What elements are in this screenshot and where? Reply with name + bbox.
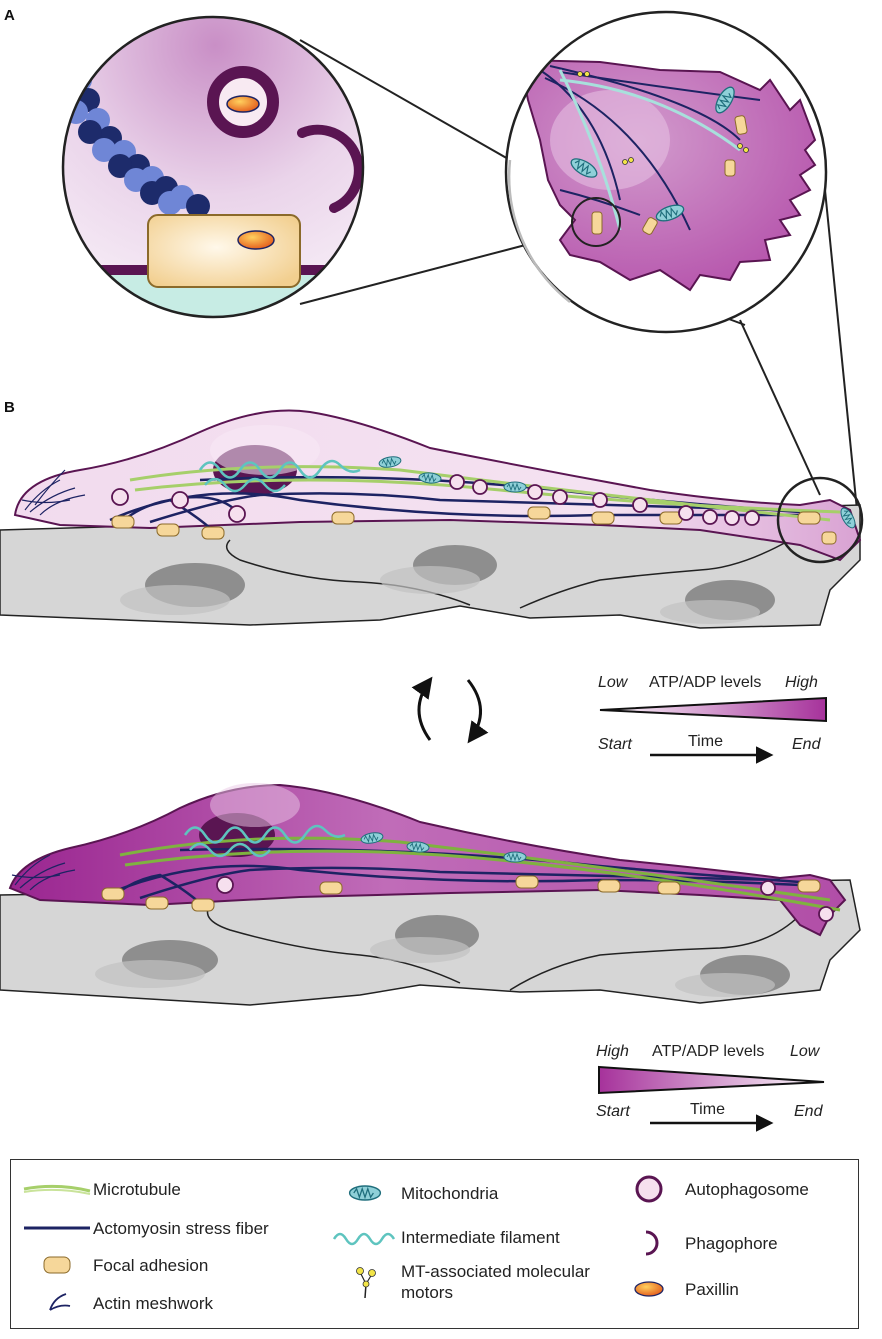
gradient-top-left-label: Low xyxy=(598,674,629,691)
cycle-arrows xyxy=(411,676,489,744)
autophagosomes-top xyxy=(111,474,760,526)
legend-item-mt-motors: MT-associated molecular motors xyxy=(329,1260,601,1304)
paxillin-in-autophagosome xyxy=(226,95,260,113)
focal-adhesions-bottom xyxy=(101,875,821,912)
legend-label-actin-meshwork: Actin meshwork xyxy=(93,1293,213,1313)
legend-label-autophagosome: Autophagosome xyxy=(685,1179,809,1199)
phagophore-icon xyxy=(645,1230,659,1256)
legend-label-stress-fiber: Actomyosin stress fiber xyxy=(93,1218,269,1238)
legend-item-actin-meshwork: Actin meshwork xyxy=(21,1288,213,1318)
legend-item-autophagosome: Autophagosome xyxy=(613,1174,809,1204)
legend-label-mitochondria: Mitochondria xyxy=(401,1183,499,1203)
legend-item-mitochondria: Mitochondria xyxy=(329,1178,498,1208)
gradient-top-wedge xyxy=(599,696,827,723)
atp-gradient-bottom: High ATP/ADP levels Low Start Time End xyxy=(596,1043,825,1132)
actin-meshwork-icon xyxy=(49,1293,71,1311)
focal-adhesions-top xyxy=(111,506,837,545)
cell-scene-bottom xyxy=(0,783,861,1006)
zoom-circle-focal-adhesion xyxy=(61,15,365,319)
cell-scene-top xyxy=(0,409,864,629)
gradient-bottom-end: End xyxy=(794,1103,824,1120)
autophagosome-icon xyxy=(635,1175,663,1203)
gradient-top-end: End xyxy=(792,736,822,753)
gradient-top-start: Start xyxy=(598,736,632,753)
cell-front-marker-circle xyxy=(776,476,864,564)
legend-label-microtubule: Microtubule xyxy=(93,1179,181,1199)
autophagosomes-bottom xyxy=(216,876,834,922)
microtubule-icon xyxy=(23,1184,91,1195)
legend-label-phagophore: Phagophore xyxy=(685,1233,778,1253)
legend-box: Microtubule Actomyosin stress fiber Foca… xyxy=(10,1159,859,1329)
focal-adhesion-zoom xyxy=(147,214,301,288)
zoom-source-marker xyxy=(571,197,621,247)
mitochondria-icon xyxy=(348,1185,382,1201)
legend-label-paxillin: Paxillin xyxy=(685,1279,739,1299)
panel-label-a: A xyxy=(4,7,15,24)
phagophore-zoom xyxy=(297,124,363,213)
legend-item-stress-fiber: Actomyosin stress fiber xyxy=(21,1213,269,1243)
focal-adhesion-icon xyxy=(43,1256,71,1274)
gradient-bottom-left-label: High xyxy=(596,1043,629,1060)
gradient-bottom-right-label: Low xyxy=(790,1043,821,1060)
legend-label-focal-adhesion: Focal adhesion xyxy=(93,1255,209,1275)
legend-label-mt-motors: MT-associated molecular motors xyxy=(401,1262,590,1302)
gradient-bottom-start: Start xyxy=(596,1103,630,1120)
gradient-bottom-time: Time xyxy=(690,1101,725,1118)
legend-item-intermediate-filament: Intermediate filament xyxy=(329,1222,560,1252)
legend-item-microtubule: Microtubule xyxy=(21,1174,181,1204)
gradient-top-time: Time xyxy=(688,733,723,750)
atp-gradient-top: Low ATP/ADP levels High Start Time End xyxy=(598,674,827,764)
legend-item-phagophore: Phagophore xyxy=(613,1228,778,1258)
gradient-bottom-title: ATP/ADP levels xyxy=(652,1043,764,1060)
stress-fiber-icon xyxy=(24,1226,90,1230)
panel-label-b: B xyxy=(4,399,15,416)
gradient-top-right-label: High xyxy=(785,674,818,691)
paxillin-zoom xyxy=(237,230,275,250)
gradient-top-title: ATP/ADP levels xyxy=(649,674,761,691)
zoom-circle-cell-front xyxy=(504,10,828,334)
intermediate-filament-icon xyxy=(332,1232,396,1246)
legend-item-focal-adhesion: Focal adhesion xyxy=(21,1250,208,1280)
legend-label-intermediate-filament: Intermediate filament xyxy=(401,1227,560,1247)
legend-item-paxillin: Paxillin xyxy=(613,1274,739,1304)
paxillin-icon xyxy=(634,1281,664,1297)
gradient-bottom-wedge xyxy=(598,1065,825,1095)
mt-motors-icon xyxy=(356,1267,376,1299)
